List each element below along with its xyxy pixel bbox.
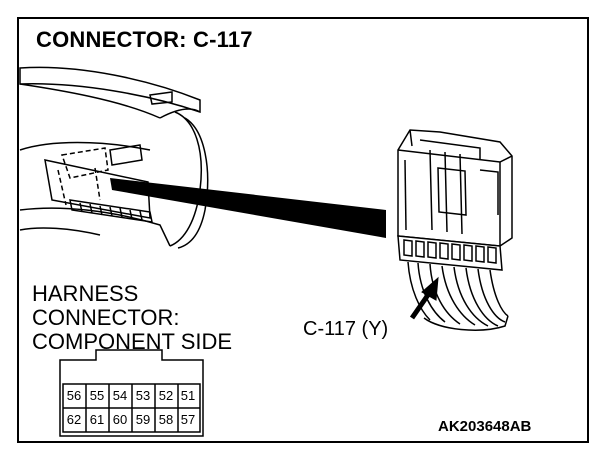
pin-label: 51 xyxy=(180,388,196,403)
pin-label: 57 xyxy=(180,412,196,427)
diagram-title: CONNECTOR: C-117 xyxy=(36,27,253,52)
pin-label: 62 xyxy=(66,412,82,427)
pin-label: 60 xyxy=(112,412,128,427)
pin-label: 52 xyxy=(158,388,174,403)
connector-callout-label: C-117 (Y) xyxy=(303,318,389,340)
pin-label: 59 xyxy=(135,412,151,427)
pin-label: 56 xyxy=(66,388,82,403)
dashboard-illustration xyxy=(19,66,209,249)
harness-label-line: COMPONENT SIDE xyxy=(32,329,233,354)
ecu-illustration xyxy=(397,129,513,331)
harness-connector-label: HARNESS CONNECTOR: COMPONENT SIDE xyxy=(32,282,232,354)
pin-label: 55 xyxy=(89,388,105,403)
projection-beam xyxy=(110,178,386,238)
pin-label: 54 xyxy=(112,388,128,403)
pin-label: 58 xyxy=(158,412,174,427)
harness-label-line: HARNESS xyxy=(32,281,139,306)
pin-label: 53 xyxy=(135,388,151,403)
callout-arrow xyxy=(409,276,439,320)
pin-label: 61 xyxy=(89,412,105,427)
figure-code: AK203648AB xyxy=(438,418,532,435)
harness-label-line: CONNECTOR: xyxy=(32,305,180,330)
harness-connector-outline xyxy=(59,349,204,437)
